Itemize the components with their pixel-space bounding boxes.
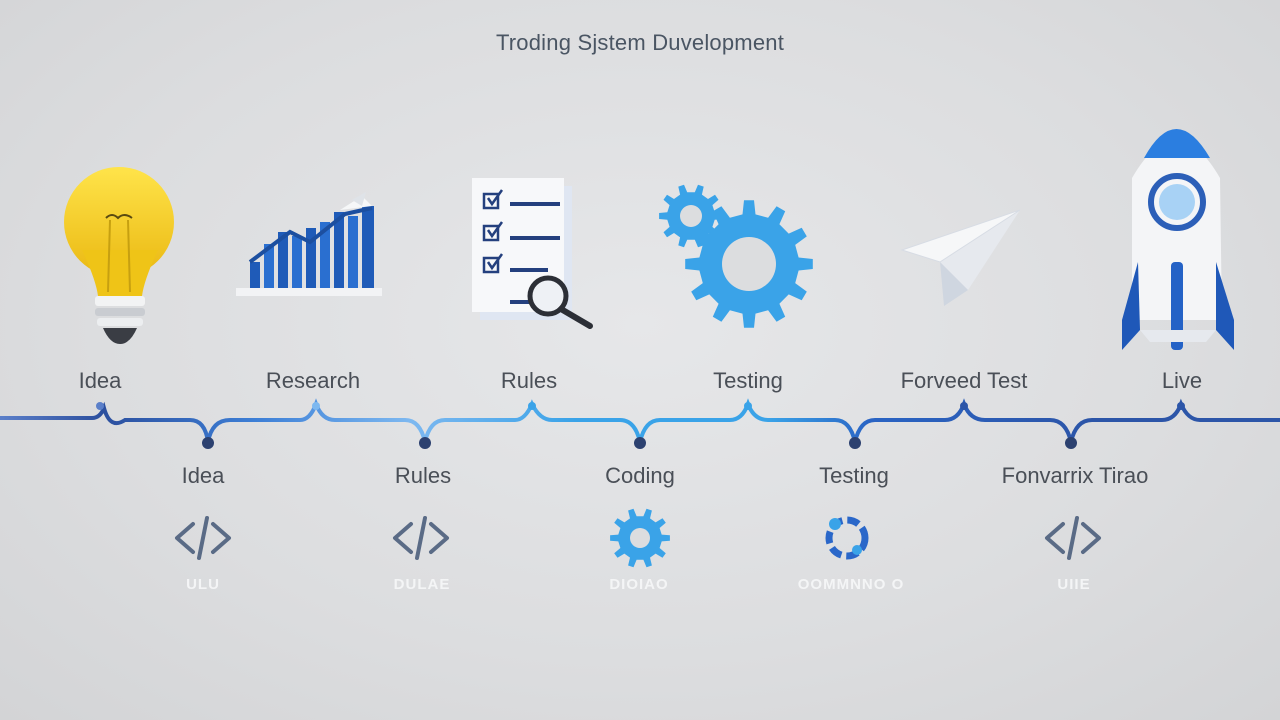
timeline-node-dot <box>528 402 536 410</box>
code-icon <box>175 516 231 560</box>
timeline-node-dot <box>312 402 320 410</box>
timeline-line <box>0 398 1280 443</box>
bottom-stage-label-testing: Testing <box>819 463 889 488</box>
top-stage-label-research: Research <box>265 368 361 393</box>
timeline-node-dot <box>960 402 968 410</box>
timeline-node-dot <box>1065 437 1077 449</box>
gears-icon <box>825 516 869 560</box>
code-icon <box>393 516 449 560</box>
timeline-node-dot <box>849 437 861 449</box>
bottom-stage-caption: ULU <box>186 576 220 593</box>
code-icon <box>1045 516 1101 560</box>
rocket-icon <box>1122 129 1234 350</box>
top-stage-label-forward-test: Forveed Test <box>900 368 1028 393</box>
gear-icon <box>610 508 670 568</box>
bottom-stage-label-rules: Rules <box>394 463 452 488</box>
gears-icon <box>659 184 813 328</box>
top-stage-label-rules: Rules <box>500 368 558 393</box>
timeline-node-dot <box>1177 402 1185 410</box>
diagram-title: Troding Sjstem Duvelopment <box>495 30 785 55</box>
bottom-stage-label-forward: Fonvarrix Tirao <box>1001 463 1149 488</box>
bottom-stage-caption: UIIE <box>1057 576 1091 593</box>
bottom-stage-caption: OOMMNNO O <box>797 576 905 593</box>
timeline-node-dot <box>744 402 752 410</box>
top-stage-label-live: Live <box>1161 368 1203 393</box>
timeline-node-dot <box>634 437 646 449</box>
bottom-stage-label-coding: Coding <box>605 463 675 488</box>
bar-chart-icon <box>236 192 382 296</box>
top-stage-label-testing: Testing <box>713 368 783 393</box>
top-stage-label-idea: Idea <box>78 368 122 393</box>
paper-plane-icon <box>900 209 1021 306</box>
checklist-magnifier-icon <box>472 178 593 329</box>
bottom-stage-label-idea: Idea <box>181 463 225 488</box>
bottom-stage-caption: DIOIAO <box>609 576 669 593</box>
timeline-node-dot <box>96 402 104 410</box>
bottom-stage-caption: DULAE <box>393 576 451 593</box>
timeline-node-dot <box>202 437 214 449</box>
timeline-node-dot <box>419 437 431 449</box>
lightbulb-icon <box>64 167 174 344</box>
